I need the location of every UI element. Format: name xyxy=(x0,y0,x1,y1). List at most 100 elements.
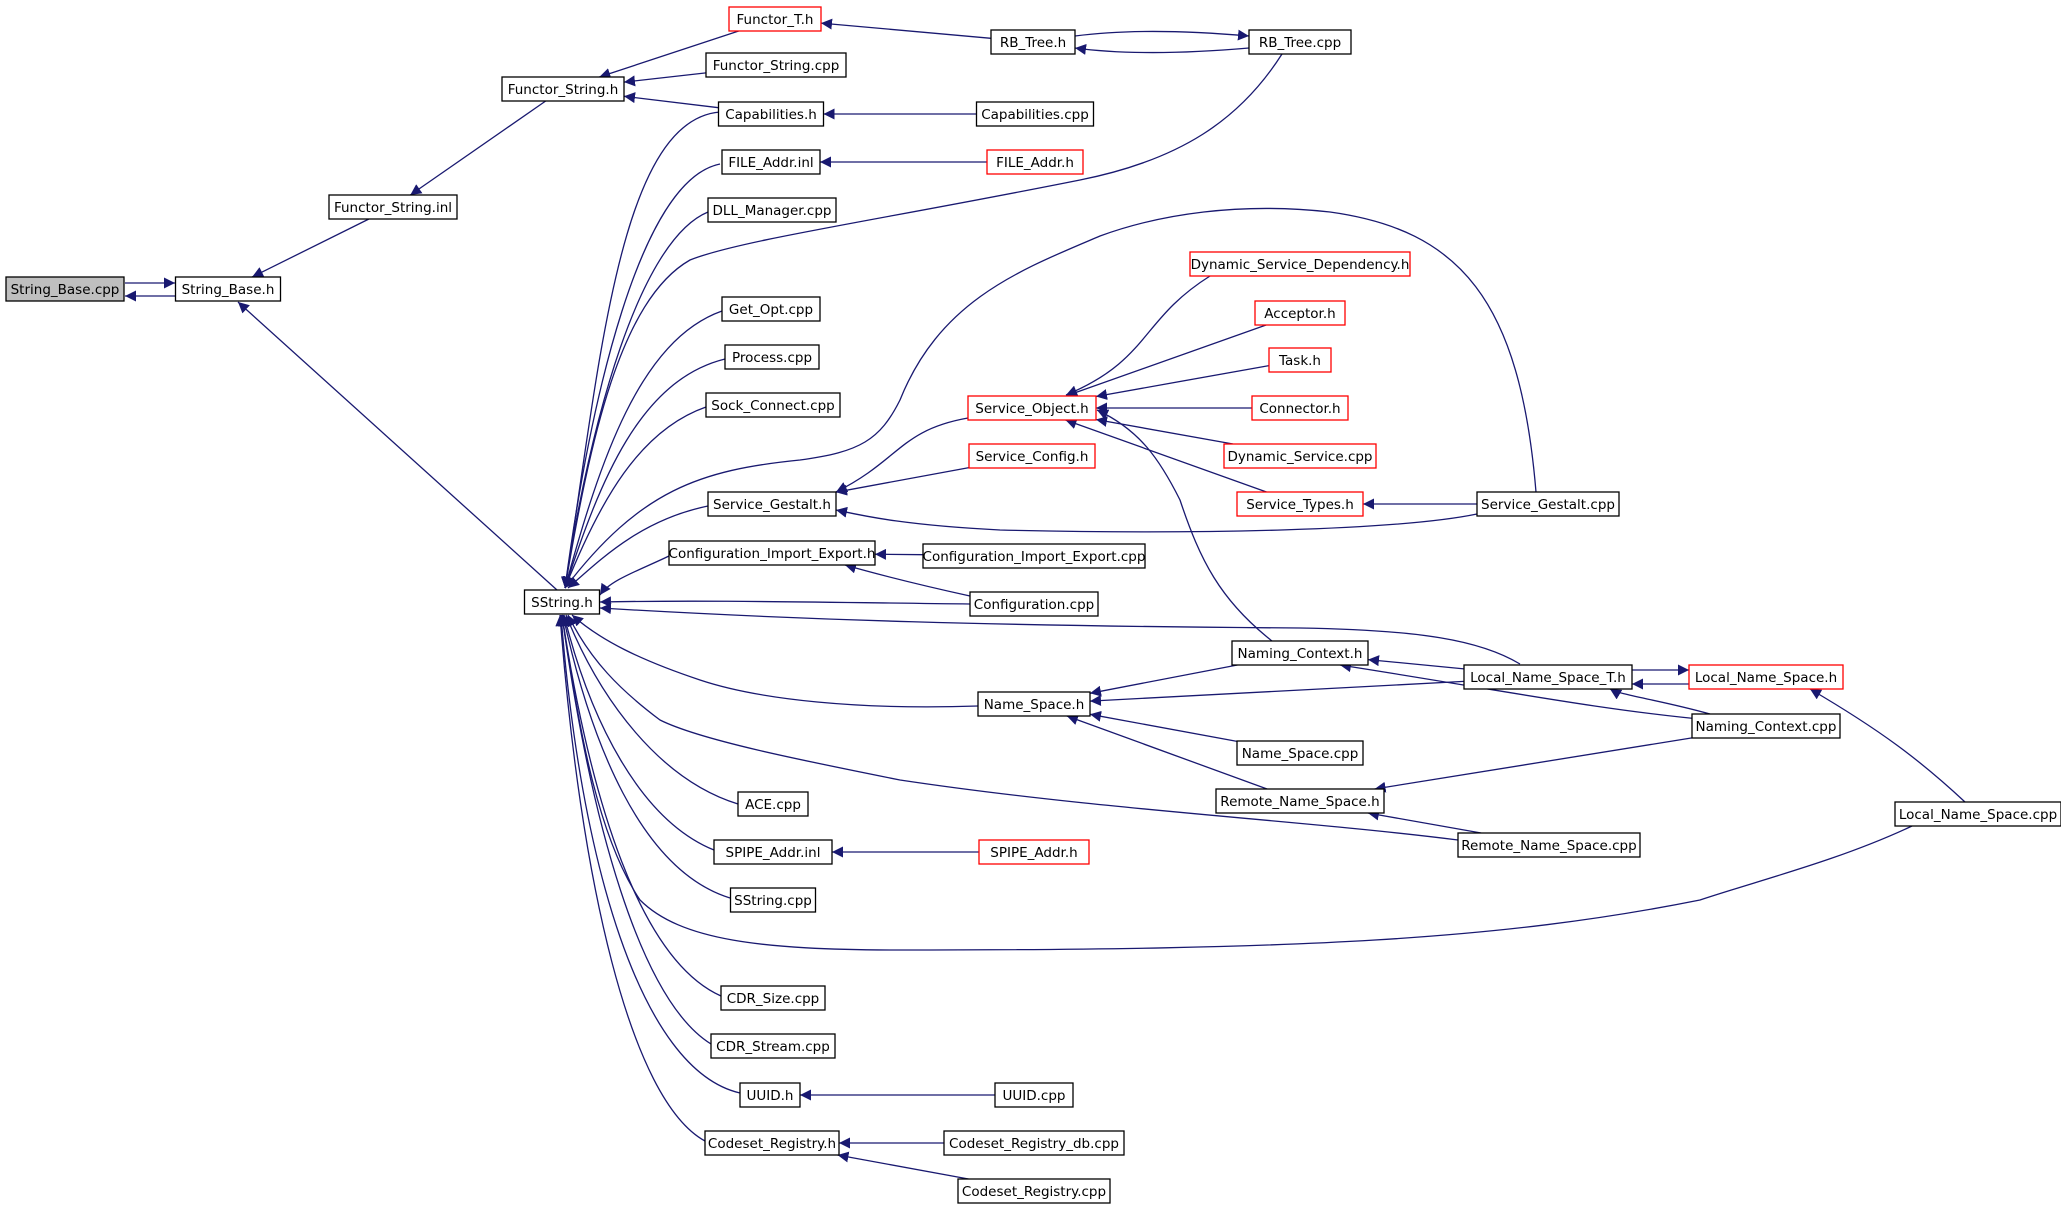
node-box xyxy=(328,194,458,220)
node-box xyxy=(1457,832,1641,858)
node-configuration-import-export-h[interactable]: Configuration_Import_Export.h xyxy=(668,540,876,566)
edge-rb-tree-h-to-functor-t-h xyxy=(820,18,992,39)
edge-rb-tree-h-to-rb-tree-cpp xyxy=(1074,29,1250,41)
node-spipe-addr-inl[interactable]: SPIPE_Addr.inl xyxy=(713,839,833,865)
node-label: FILE_Addr.inl xyxy=(728,155,813,171)
node-service-gestalt-h[interactable]: Service_Gestalt.h xyxy=(707,491,837,517)
node-label: Remote_Name_Space.cpp xyxy=(1461,838,1636,854)
node-codeset-registry-cpp[interactable]: Codeset_Registry.cpp xyxy=(957,1178,1111,1204)
node-label: Functor_String.cpp xyxy=(713,58,840,74)
edge-task-h-to-service-object-h xyxy=(1095,364,1270,400)
node-dynamic-service-cpp[interactable]: Dynamic_Service.cpp xyxy=(1223,443,1377,469)
node-naming-context-h[interactable]: Naming_Context.h xyxy=(1231,640,1369,666)
node-box xyxy=(978,839,1090,865)
node-uuid-cpp[interactable]: UUID.cpp xyxy=(994,1082,1074,1108)
node-label: Codeset_Registry.h xyxy=(708,1136,836,1152)
node-string-base-cpp[interactable]: String_Base.cpp xyxy=(5,276,125,302)
node-acceptor-h[interactable]: Acceptor.h xyxy=(1254,300,1346,326)
node-codeset-registry-h[interactable]: Codeset_Registry.h xyxy=(704,1130,840,1156)
node-name-space-cpp[interactable]: Name_Space.cpp xyxy=(1236,740,1364,766)
node-rb-tree-h[interactable]: RB_Tree.h xyxy=(990,29,1076,55)
node-get-opt-cpp[interactable]: Get_Opt.cpp xyxy=(721,296,821,322)
node-connector-h[interactable]: Connector.h xyxy=(1251,395,1349,421)
node-dynamic-service-dependency-h[interactable]: Dynamic_Service_Dependency.h xyxy=(1189,251,1411,277)
node-codeset-registry-db-cpp[interactable]: Codeset_Registry_db.cpp xyxy=(943,1130,1125,1156)
node-capabilities-h[interactable]: Capabilities.h xyxy=(717,101,825,127)
node-label: Service_Gestalt.cpp xyxy=(1481,497,1615,513)
edge-uuid-h-to-sstring-h xyxy=(556,614,741,1094)
node-box xyxy=(1248,29,1352,55)
node-functor-string-h[interactable]: Functor_String.h xyxy=(501,76,625,102)
node-box xyxy=(969,591,1099,617)
node-naming-context-cpp[interactable]: Naming_Context.cpp xyxy=(1691,713,1841,739)
node-local-name-space-h[interactable]: Local_Name_Space.h xyxy=(1688,664,1844,690)
edge-rb-tree-cpp-to-sstring-h xyxy=(561,53,1283,589)
node-box xyxy=(1236,491,1364,517)
node-capabilities-cpp[interactable]: Capabilities.cpp xyxy=(975,101,1095,127)
node-sstring-h[interactable]: SString.h xyxy=(523,589,601,615)
node-functor-string-inl[interactable]: Functor_String.inl xyxy=(328,194,458,220)
node-label: Codeset_Registry_db.cpp xyxy=(949,1136,1119,1152)
edge-naming-context-h-to-service-object-h xyxy=(1096,409,1273,642)
node-cdr-size-cpp[interactable]: CDR_Size.cpp xyxy=(720,985,826,1011)
node-service-object-h[interactable]: Service_Object.h xyxy=(967,395,1097,421)
node-sock-connect-cpp[interactable]: Sock_Connect.cpp xyxy=(705,392,841,418)
edge-ace-cpp-to-sstring-h xyxy=(564,614,739,805)
node-box xyxy=(922,543,1146,569)
node-rb-tree-cpp[interactable]: RB_Tree.cpp xyxy=(1248,29,1352,55)
edge-local-name-space-t-h-to-naming-context-h xyxy=(1367,655,1465,670)
node-label: Service_Config.h xyxy=(976,449,1089,465)
node-cdr-stream-cpp[interactable]: CDR_Stream.cpp xyxy=(710,1033,836,1059)
edge-name-space-h-to-sstring-h xyxy=(571,614,979,708)
node-configuration-cpp[interactable]: Configuration.cpp xyxy=(969,591,1099,617)
node-dll-manager-cpp[interactable]: DLL_Manager.cpp xyxy=(707,197,837,223)
edge-naming-context-cpp-to-remote-name-space-h xyxy=(1374,737,1693,793)
node-box xyxy=(1463,664,1633,690)
node-sstring-cpp[interactable]: SString.cpp xyxy=(729,887,817,913)
node-label: RB_Tree.h xyxy=(1000,35,1066,51)
edge-local-name-space-t-h-to-name-space-h xyxy=(1089,680,1465,707)
node-configuration-import-export-cpp[interactable]: Configuration_Import_Export.cpp xyxy=(922,543,1146,569)
edge-configuration-cpp-to-configuration-import-export-h xyxy=(844,562,971,597)
node-name-space-h[interactable]: Name_Space.h xyxy=(977,691,1091,717)
node-label: SPIPE_Addr.h xyxy=(990,845,1077,861)
node-functor-string-cpp[interactable]: Functor_String.cpp xyxy=(705,52,847,78)
node-label: Process.cpp xyxy=(732,350,812,366)
node-local-name-space-cpp[interactable]: Local_Name_Space.cpp xyxy=(1894,801,2061,827)
node-local-name-space-t-h[interactable]: Local_Name_Space_T.h xyxy=(1463,664,1633,690)
edge-naming-context-cpp-to-local-name-space-t-h xyxy=(1609,688,1711,715)
node-task-h[interactable]: Task.h xyxy=(1268,347,1332,373)
node-file-addr-h[interactable]: FILE_Addr.h xyxy=(986,149,1084,175)
node-remote-name-space-cpp[interactable]: Remote_Name_Space.cpp xyxy=(1457,832,1641,858)
node-box xyxy=(717,101,825,127)
node-label: DLL_Manager.cpp xyxy=(713,203,832,219)
node-label: SString.h xyxy=(531,595,593,611)
node-label: Naming_Context.h xyxy=(1238,646,1363,662)
node-spipe-addr-h[interactable]: SPIPE_Addr.h xyxy=(978,839,1090,865)
node-service-gestalt-cpp[interactable]: Service_Gestalt.cpp xyxy=(1476,491,1620,517)
node-label: Task.h xyxy=(1278,353,1321,369)
node-box xyxy=(1691,713,1841,739)
node-label: FILE_Addr.h xyxy=(996,155,1074,171)
node-ace-cpp[interactable]: ACE.cpp xyxy=(737,791,809,817)
node-string-base-h[interactable]: String_Base.h xyxy=(174,276,282,302)
node-file-addr-inl[interactable]: FILE_Addr.inl xyxy=(721,149,821,175)
node-box xyxy=(724,344,820,370)
node-box xyxy=(720,985,826,1011)
node-service-config-h[interactable]: Service_Config.h xyxy=(968,443,1096,469)
node-label: Configuration.cpp xyxy=(974,597,1094,613)
node-box xyxy=(1251,395,1349,421)
node-service-types-h[interactable]: Service_Types.h xyxy=(1236,491,1364,517)
node-label: Remote_Name_Space.h xyxy=(1220,794,1379,810)
node-functor-t-h[interactable]: Functor_T.h xyxy=(728,6,822,32)
node-label: Acceptor.h xyxy=(1264,306,1335,322)
node-box xyxy=(1894,801,2061,827)
node-process-cpp[interactable]: Process.cpp xyxy=(724,344,820,370)
node-uuid-h[interactable]: UUID.h xyxy=(739,1082,801,1108)
node-label: SString.cpp xyxy=(734,893,812,909)
node-remote-name-space-h[interactable]: Remote_Name_Space.h xyxy=(1215,788,1385,814)
node-box xyxy=(968,443,1096,469)
node-label: Capabilities.cpp xyxy=(981,107,1089,123)
edge-rb-tree-cpp-to-rb-tree-h xyxy=(1074,44,1250,55)
